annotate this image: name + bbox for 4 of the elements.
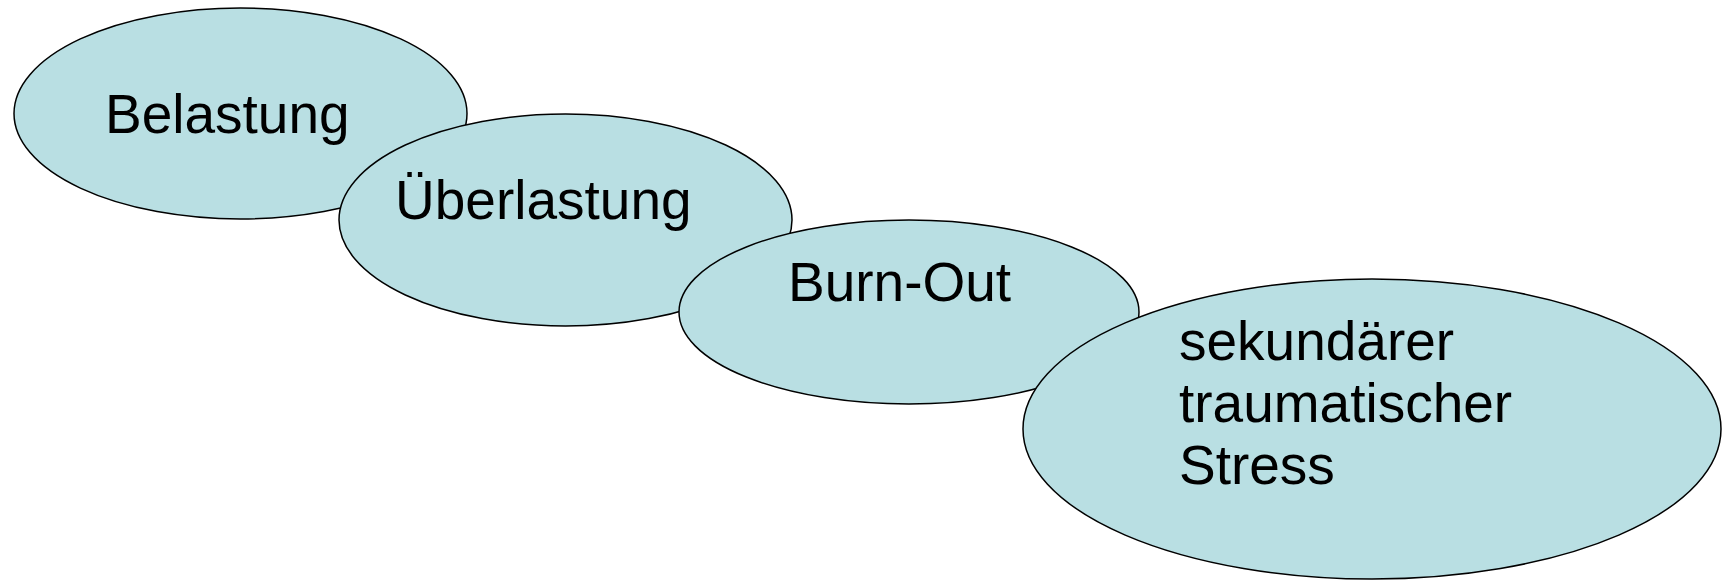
node-label: Belastung: [105, 83, 351, 145]
node-label: sekundärer traumatischer Stress: [1179, 310, 1514, 496]
node-label: Überlastung: [395, 169, 693, 231]
node-label: Burn-Out: [788, 251, 1013, 313]
